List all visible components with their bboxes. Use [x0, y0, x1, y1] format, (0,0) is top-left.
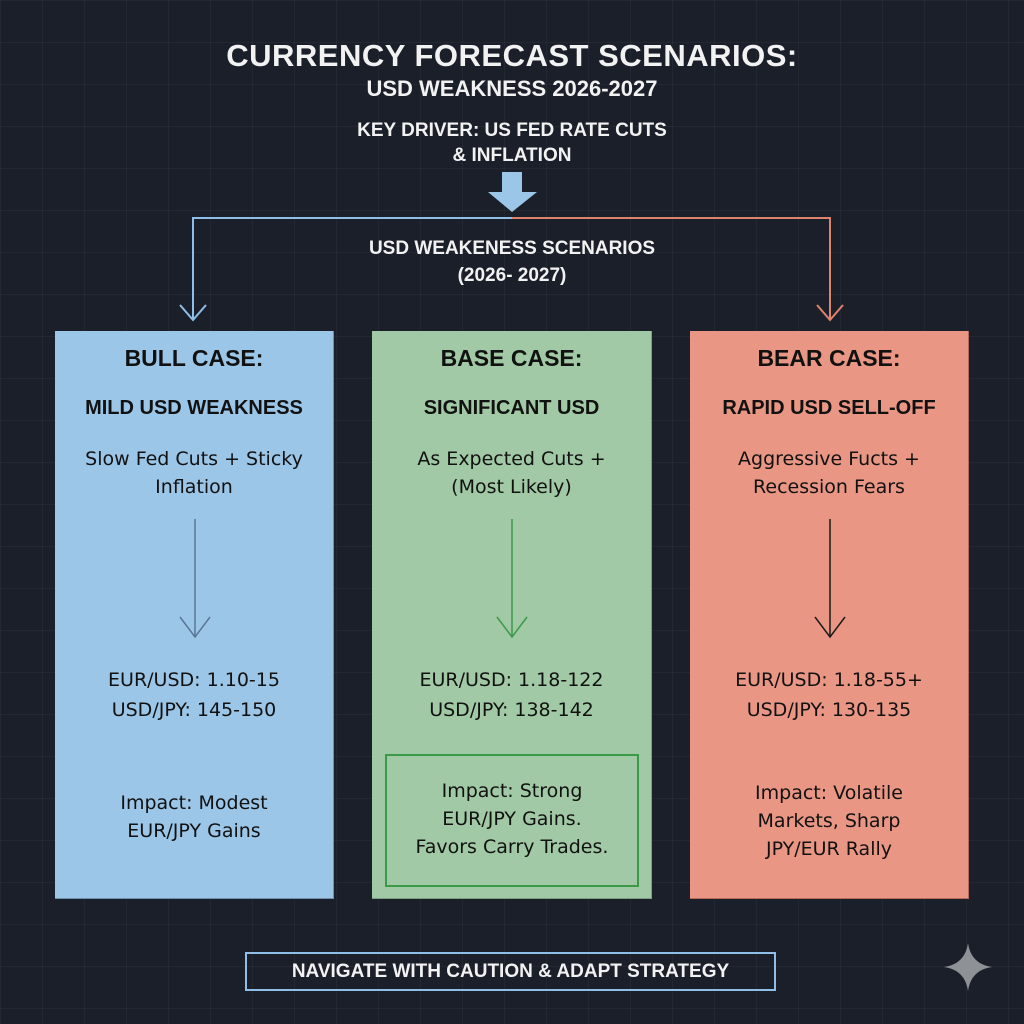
- case-description-line: As Expected Cuts +: [417, 448, 606, 470]
- case-title: BEAR CASE:: [757, 345, 901, 371]
- case-description: Aggressive Fucts + Recession Fears: [690, 445, 968, 501]
- impact-highlight-box: Impact: Strong EUR/JPY Gains. Favors Car…: [385, 754, 639, 887]
- bull-case-card: BULL CASE: MILD USD WEAKNESS Slow Fed Cu…: [55, 331, 334, 899]
- down-arrow-icon: [814, 519, 846, 639]
- rate-forecast: EUR/USD: 1.18-55+ USD/JPY: 130-135: [690, 665, 968, 725]
- scenarios-header: USD WEAKENESS SCENARIOS (2026- 2027): [0, 235, 1024, 289]
- key-driver-line1: KEY DRIVER: US FED RATE CUTS: [357, 120, 667, 141]
- case-subtitle: RAPID USD SELL-OFF: [722, 397, 936, 419]
- case-title: BASE CASE:: [440, 345, 583, 371]
- base-case-card: BASE CASE: SIGNIFICANT USD As Expected C…: [372, 331, 652, 899]
- case-subtitle: SIGNIFICANT USD: [423, 397, 600, 419]
- impact-line: EUR/JPY Gains.: [442, 807, 582, 830]
- case-title: BULL CASE:: [124, 345, 264, 371]
- case-description-line: Slow Fed Cuts + Sticky: [85, 448, 303, 470]
- usdjpy-forecast: USD/JPY: 130-135: [746, 699, 912, 721]
- usdjpy-forecast: USD/JPY: 145-150: [111, 699, 277, 721]
- case-description: Slow Fed Cuts + Sticky Inflation: [55, 445, 333, 501]
- bear-branch-connector: [512, 217, 844, 322]
- key-driver-line2: & INFLATION: [452, 145, 572, 166]
- impact-line: Impact: Volatile: [755, 782, 903, 804]
- case-description-line: Recession Fears: [753, 476, 905, 498]
- case-description: As Expected Cuts + (Most Likely): [372, 445, 651, 501]
- rate-forecast: EUR/USD: 1.18-122 USD/JPY: 138-142: [372, 665, 651, 725]
- case-description-line: Aggressive Fucts +: [738, 448, 920, 470]
- impact-line: Impact: Modest: [120, 792, 268, 814]
- usdjpy-forecast: USD/JPY: 138-142: [429, 699, 594, 721]
- impact-line: EUR/JPY Gains: [127, 820, 261, 842]
- key-driver: KEY DRIVER: US FED RATE CUTS & INFLATION: [0, 118, 1024, 168]
- impact-line: Favors Carry Trades.: [415, 835, 609, 858]
- impact-line: Impact: Strong: [441, 779, 583, 802]
- eurusd-forecast: EUR/USD: 1.18-122: [419, 669, 604, 691]
- rate-forecast: EUR/USD: 1.10-15 USD/JPY: 145-150: [55, 665, 333, 725]
- scenarios-header-line2: (2026- 2027): [457, 265, 567, 286]
- eurusd-forecast: EUR/USD: 1.10-15: [108, 669, 280, 691]
- sparkle-icon: [944, 943, 992, 991]
- case-description-line: Inflation: [155, 476, 233, 498]
- impact-text: Impact: Modest EUR/JPY Gains: [55, 789, 333, 845]
- page-subtitle: USD WEAKNESS 2026-2027: [366, 76, 658, 101]
- down-arrow-icon: [179, 519, 211, 639]
- bull-branch-connector: [179, 217, 512, 322]
- impact-line: Markets, Sharp: [757, 810, 901, 832]
- case-subtitle: MILD USD WEAKNESS: [85, 397, 303, 419]
- scenarios-header-line1: USD WEAKENESS SCENARIOS: [368, 238, 656, 259]
- case-description-line: (Most Likely): [451, 476, 572, 498]
- footer-banner: NAVIGATE WITH CAUTION & ADAPT STRATEGY: [245, 952, 776, 991]
- impact-line: JPY/EUR Rally: [765, 838, 893, 860]
- down-arrow-icon: [496, 519, 528, 639]
- page-title: CURRENCY FORECAST SCENARIOS:: [226, 38, 798, 73]
- bear-case-card: BEAR CASE: RAPID USD SELL-OFF Aggressive…: [690, 331, 969, 899]
- impact-text: Impact: Volatile Markets, Sharp JPY/EUR …: [690, 779, 968, 863]
- eurusd-forecast: EUR/USD: 1.18-55+: [735, 669, 923, 691]
- down-arrow-icon: [488, 172, 537, 212]
